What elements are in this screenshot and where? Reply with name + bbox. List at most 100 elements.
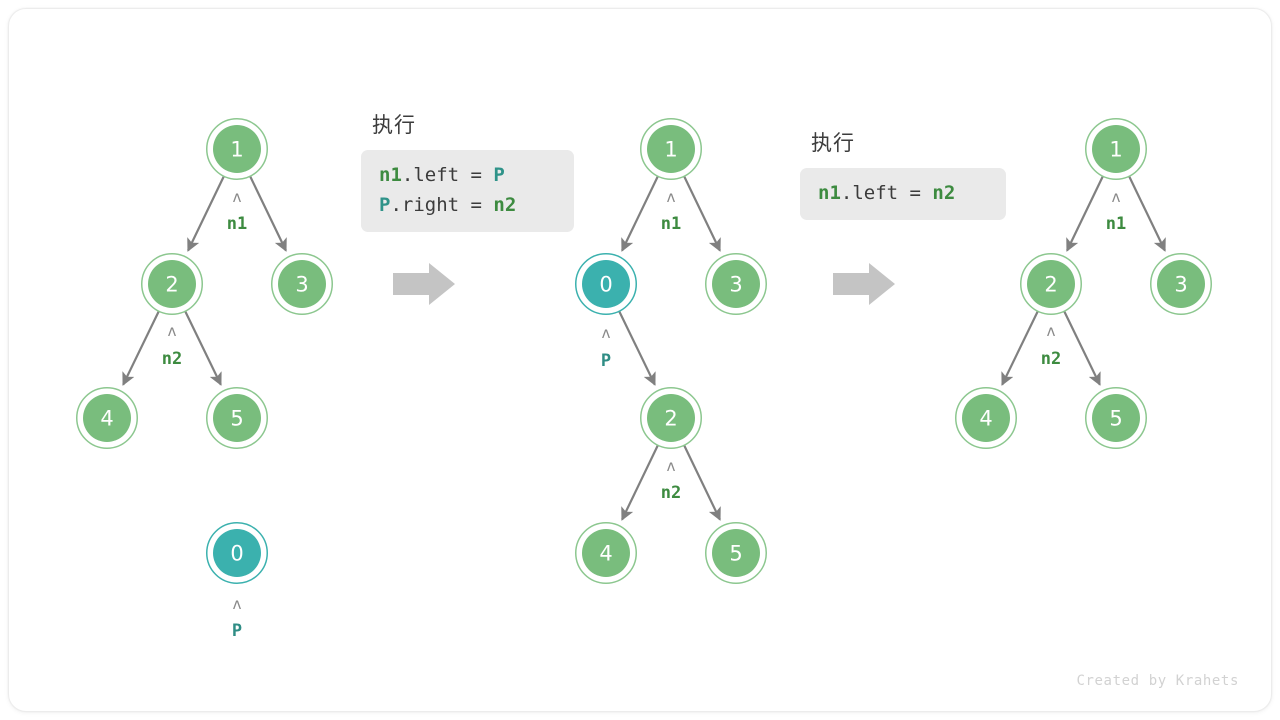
node-value: 5 (729, 542, 742, 566)
tree-node[interactable]: 3 (1150, 253, 1212, 315)
node-fill (647, 125, 695, 173)
pointer-caret-icon: ʌ (1046, 322, 1055, 340)
node-outer-ring (76, 387, 138, 449)
tree-node[interactable]: 3 (705, 253, 767, 315)
node-gap-ring (142, 254, 202, 314)
node-fill (582, 260, 630, 308)
tree-edge (187, 175, 225, 252)
node-fill (213, 529, 261, 577)
node-fill (278, 260, 326, 308)
tree-node[interactable]: 0 (575, 253, 637, 315)
node-outer-ring (640, 118, 702, 180)
node-gap-ring (706, 254, 766, 314)
tree-edge (249, 175, 287, 252)
pointer-caret-icon: ʌ (232, 595, 241, 613)
code-token: .right = (390, 194, 494, 216)
node-fill (213, 125, 261, 173)
tree-edge (1001, 310, 1039, 386)
code-line: P.right = n2 (379, 190, 556, 220)
node-outer-ring (206, 387, 268, 449)
tree-node[interactable]: 5 (1085, 387, 1147, 449)
tree-node[interactable]: 5 (206, 387, 268, 449)
node-outer-ring (1085, 118, 1147, 180)
node-value: 2 (165, 273, 178, 297)
node-outer-ring (206, 118, 268, 180)
node-outer-ring (705, 253, 767, 315)
node-gap-ring (207, 388, 267, 448)
tree-node[interactable]: 1 (1085, 118, 1147, 180)
tree-node[interactable]: 4 (575, 522, 637, 584)
node-value: 5 (230, 407, 243, 431)
node-value: 1 (1109, 138, 1122, 162)
node-value: 2 (664, 407, 677, 431)
node-value: 5 (1109, 407, 1122, 431)
tree-node[interactable]: 5 (705, 522, 767, 584)
node-outer-ring (575, 253, 637, 315)
pointer-caret-icon: ʌ (1111, 188, 1120, 206)
pointer-label: P (232, 621, 242, 641)
node-gap-ring (1086, 388, 1146, 448)
tree-node[interactable]: 1 (640, 118, 702, 180)
tree-node[interactable]: 3 (271, 253, 333, 315)
tree-node[interactable]: 1 (206, 118, 268, 180)
node-fill (148, 260, 196, 308)
node-gap-ring (956, 388, 1016, 448)
tree-edge (683, 444, 721, 521)
pointer-label: n2 (162, 349, 182, 369)
node-value: 4 (979, 407, 992, 431)
node-gap-ring (576, 254, 636, 314)
tree-node[interactable]: 2 (141, 253, 203, 315)
tree-node[interactable]: 0 (206, 522, 268, 584)
tree-edge (1128, 175, 1166, 252)
transition-arrows-layer (393, 263, 895, 305)
tree-edge (122, 310, 160, 386)
node-gap-ring (576, 523, 636, 583)
pointer-label: P (601, 351, 611, 371)
node-gap-ring (77, 388, 137, 448)
node-value: 2 (1044, 273, 1057, 297)
node-fill (1027, 260, 1075, 308)
pointer-caret-icon: ʌ (666, 457, 675, 475)
tree-node[interactable]: 4 (955, 387, 1017, 449)
node-fill (1092, 125, 1140, 173)
tree-edge (1066, 175, 1104, 252)
pointer-caret-icon: ʌ (167, 322, 176, 340)
node-value: 0 (599, 273, 612, 297)
code-line: n1.left = n2 (818, 178, 988, 208)
tree-node[interactable]: 4 (76, 387, 138, 449)
code-token: P (379, 194, 391, 216)
node-outer-ring (206, 522, 268, 584)
tree-edge (184, 310, 222, 386)
code-line: n1.left = P (379, 160, 556, 190)
node-outer-ring (575, 522, 637, 584)
tree-node[interactable]: 2 (640, 387, 702, 449)
tree-edge (683, 175, 721, 252)
pointer-caret-icon: ʌ (666, 188, 675, 206)
node-value: 0 (230, 542, 243, 566)
pointer-label: n2 (661, 483, 681, 503)
node-outer-ring (141, 253, 203, 315)
node-outer-ring (1085, 387, 1147, 449)
code-token: .left = (840, 182, 933, 204)
node-value: 3 (729, 273, 742, 297)
code-block-step-3: n1.left = n2 (800, 168, 1006, 220)
tree-node[interactable]: 2 (1020, 253, 1082, 315)
code-token: n2 (932, 182, 956, 204)
node-outer-ring (640, 387, 702, 449)
node-gap-ring (706, 523, 766, 583)
node-fill (83, 394, 131, 442)
pointer-label: n1 (227, 214, 247, 234)
node-fill (712, 529, 760, 577)
pointer-label: n2 (1041, 349, 1061, 369)
node-value: 1 (664, 138, 677, 162)
tree-edge (1063, 310, 1101, 386)
node-gap-ring (641, 388, 701, 448)
tree-edge (621, 444, 659, 521)
code-token: P (493, 164, 505, 186)
node-value: 4 (599, 542, 612, 566)
step-2-heading: 执行 (372, 113, 416, 137)
tree-edge (618, 310, 656, 386)
